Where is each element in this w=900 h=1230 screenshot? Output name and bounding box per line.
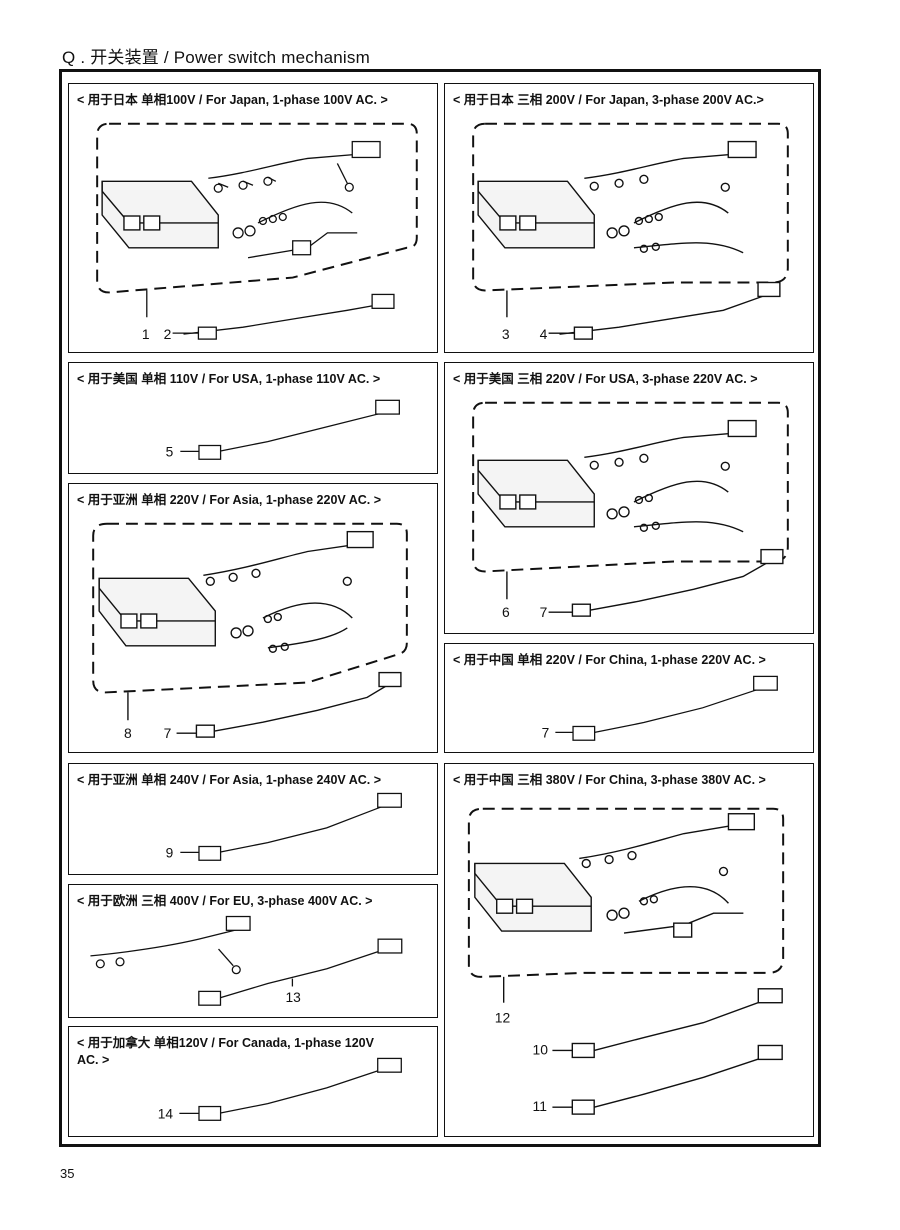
panel-title: < 用于中国 单相 220V / For China, 1-phase 220V… <box>453 653 766 667</box>
callout-1: 1 <box>142 326 150 342</box>
panel-eu-3phase-400v: < 用于欧洲 三相 400V / For EU, 3-phase 400V AC… <box>68 884 438 1018</box>
callout-2: 2 <box>164 326 172 342</box>
switch-assembly-diagram: 3 4 <box>472 122 789 342</box>
callout-14: 14 <box>158 1106 174 1121</box>
callout-8: 8 <box>124 725 132 741</box>
power-cord-diagram: 7 <box>542 675 778 741</box>
diagram-frame <box>59 69 821 1147</box>
panel-title: < 用于日本 单相100V / For Japan, 1-phase 100V … <box>77 93 388 107</box>
panel-title: < 用于加拿大 单相120V / For Canada, 1-phase 120… <box>77 1036 374 1067</box>
panel-canada-1phase-120v: < 用于加拿大 单相120V / For Canada, 1-phase 120… <box>68 1026 438 1137</box>
callout-7: 7 <box>540 604 548 620</box>
power-cord-diagram: 13 <box>90 915 403 1006</box>
panel-japan-3phase-200v: < 用于日本 三相 200V / For Japan, 3-phase 200V… <box>444 83 814 353</box>
callout-12: 12 <box>495 1010 511 1026</box>
panel-title: < 用于亚洲 单相 220V / For Asia, 1-phase 220V … <box>77 493 382 507</box>
callout-9: 9 <box>166 845 174 860</box>
callout-7: 7 <box>164 725 172 741</box>
power-cord-diagram: 5 <box>166 399 400 460</box>
page-title: Q . 开关装置 / Power switch mechanism <box>62 48 370 67</box>
callout-10: 10 <box>533 1041 549 1057</box>
callout-6: 6 <box>502 604 510 620</box>
panel-usa-3phase-220v: < 用于美国 三相 220V / For USA, 3-phase 220V A… <box>444 362 814 634</box>
callout-11: 11 <box>533 1098 548 1114</box>
switch-assembly-diagram: 12 10 11 <box>467 807 785 1115</box>
callout-5: 5 <box>166 444 174 459</box>
switch-box <box>101 180 219 249</box>
switch-assembly-diagram: 8 7 <box>92 522 408 741</box>
panel-asia-1phase-240v: < 用于亚洲 单相 240V / For Asia, 1-phase 240V … <box>68 763 438 875</box>
panel-title: < 用于美国 单相 110V / For USA, 1-phase 110V A… <box>77 372 381 386</box>
panel-title: < 用于亚洲 单相 240V / For Asia, 1-phase 240V … <box>77 773 382 787</box>
callout-3: 3 <box>502 326 510 342</box>
panel-title: < 用于中国 三相 380V / For China, 3-phase 380V… <box>453 773 766 787</box>
callout-4: 4 <box>540 326 548 342</box>
page-number: 35 <box>60 1166 75 1181</box>
callout-7: 7 <box>542 725 550 740</box>
power-cord-diagram: 9 <box>166 792 402 861</box>
callout-13: 13 <box>286 990 302 1005</box>
panel-japan-1phase-100v: < 用于日本 单相100V / For Japan, 1-phase 100V … <box>68 83 438 353</box>
panel-title: < 用于欧洲 三相 400V / For EU, 3-phase 400V AC… <box>77 894 373 908</box>
panel-title: < 用于美国 三相 220V / For USA, 3-phase 220V A… <box>453 372 758 386</box>
panel-china-3phase-380v: < 用于中国 三相 380V / For China, 3-phase 380V… <box>444 763 814 1137</box>
switch-assembly-diagram: 1 2 <box>96 122 418 342</box>
panel-china-1phase-220v: < 用于中国 单相 220V / For China, 1-phase 220V… <box>444 643 814 753</box>
panel-usa-1phase-110v: < 用于美国 单相 110V / For USA, 1-phase 110V A… <box>68 362 438 474</box>
power-cord-diagram: 14 <box>158 1057 402 1121</box>
panel-title: < 用于日本 三相 200V / For Japan, 3-phase 200V… <box>453 93 764 107</box>
switch-assembly-diagram: 6 7 <box>472 401 789 620</box>
panel-asia-1phase-220v: < 用于亚洲 单相 220V / For Asia, 1-phase 220V … <box>68 483 438 753</box>
